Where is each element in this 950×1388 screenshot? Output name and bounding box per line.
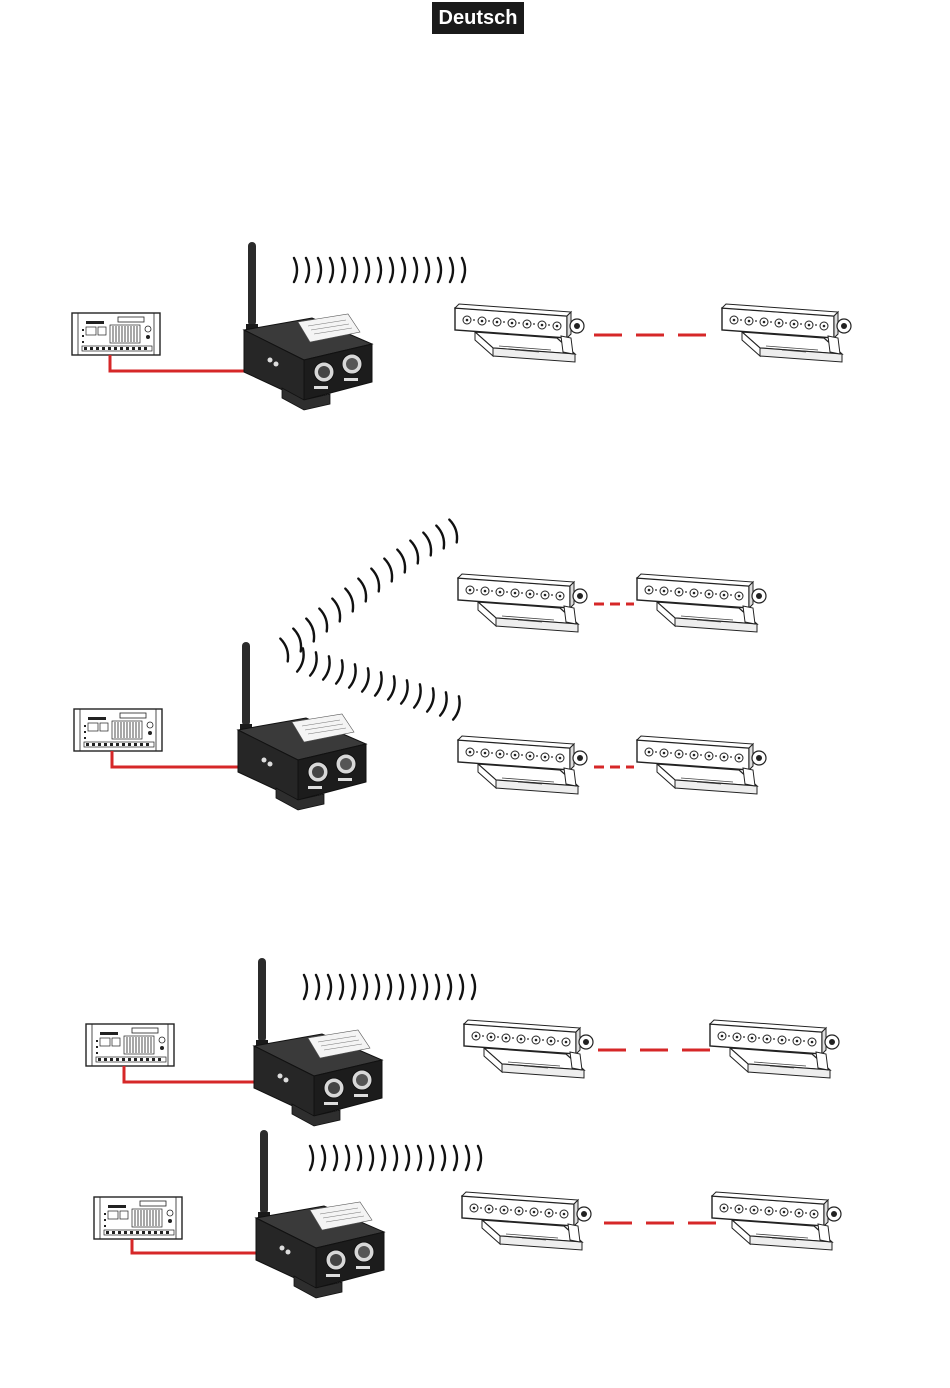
diagram-split-link <box>74 519 766 810</box>
diagram-dual-transmitter-top <box>86 958 839 1126</box>
led-bar-fixture-icon <box>464 1020 593 1078</box>
diagram-single-link <box>72 242 851 410</box>
led-bar-fixture-icon <box>462 1192 591 1250</box>
dmx-controller-icon <box>86 1024 174 1066</box>
led-bar-fixture-icon <box>722 304 851 362</box>
radio-waves-icon <box>294 258 465 282</box>
radio-waves-icon <box>310 1146 481 1170</box>
led-bar-fixture-icon <box>637 574 766 632</box>
radio-waves-icon <box>280 519 459 662</box>
radio-waves-icon <box>297 648 462 720</box>
wireless-transceiver-icon <box>256 1130 384 1298</box>
dmx-controller-icon <box>74 709 162 751</box>
radio-waves-icon <box>304 975 475 999</box>
dmx-controller-icon <box>72 313 160 355</box>
led-bar-fixture-icon <box>458 574 587 632</box>
led-bar-fixture-icon <box>455 304 584 362</box>
wireless-transceiver-icon <box>238 642 366 810</box>
led-bar-fixture-icon <box>637 736 766 794</box>
led-bar-fixture-icon <box>710 1020 839 1078</box>
diagram-dual-transmitter-bottom <box>94 1130 841 1298</box>
led-bar-fixture-icon <box>712 1192 841 1250</box>
led-bar-fixture-icon <box>458 736 587 794</box>
dmx-controller-icon <box>94 1197 182 1239</box>
